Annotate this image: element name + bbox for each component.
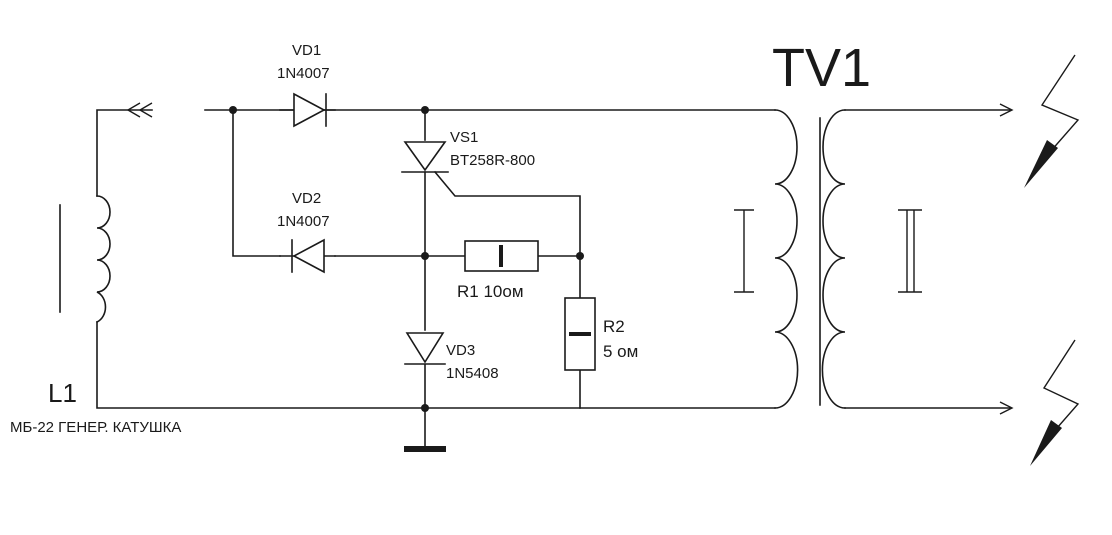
secondary-mark (898, 209, 922, 293)
junction-dots (229, 106, 584, 412)
coil-label: L1 (48, 378, 77, 408)
output-arrow-top (999, 103, 1014, 117)
diode-vd3 (404, 332, 446, 365)
spark-icon-bottom (1030, 339, 1080, 466)
vd3-part: 1N5408 (446, 365, 499, 382)
primary-winding (774, 109, 799, 409)
connector-arrow (126, 102, 153, 118)
thyristor-vs1 (401, 141, 449, 173)
secondary-winding (821, 109, 846, 409)
vs1-name: VS1 (450, 129, 478, 146)
r2-name: R2 (603, 317, 625, 336)
resistor-r1 (464, 240, 539, 272)
resistor-r2 (564, 297, 596, 371)
vd2-name: VD2 (292, 190, 321, 207)
output-arrow-bottom (999, 401, 1014, 415)
wire-gate (433, 170, 581, 257)
spark-icon-top (1024, 54, 1080, 188)
wire-bottom-rail (96, 321, 776, 409)
vd1-part: 1N4007 (277, 65, 330, 82)
diode-vd2 (279, 238, 336, 274)
r1-label: R1 10ом (457, 282, 524, 301)
vs1-part: BT258R-800 (450, 152, 535, 169)
vd1-name: VD1 (292, 42, 321, 59)
vd3-name: VD3 (446, 342, 475, 359)
primary-mark (734, 209, 754, 293)
ground-symbol (404, 446, 446, 452)
coil-l1 (59, 195, 111, 324)
transformer-label: TV1 (772, 38, 871, 98)
vd2-part: 1N4007 (277, 213, 330, 230)
transformer-tv1 (774, 109, 846, 409)
coil-description: МБ-22 ГЕНЕР. КАТУШКА (10, 419, 181, 436)
diode-vd1 (279, 92, 336, 128)
wires (96, 109, 1011, 449)
r2-value: 5 ом (603, 342, 638, 361)
wire-l1-top (96, 109, 153, 197)
wire-vd2-feed (232, 109, 281, 257)
